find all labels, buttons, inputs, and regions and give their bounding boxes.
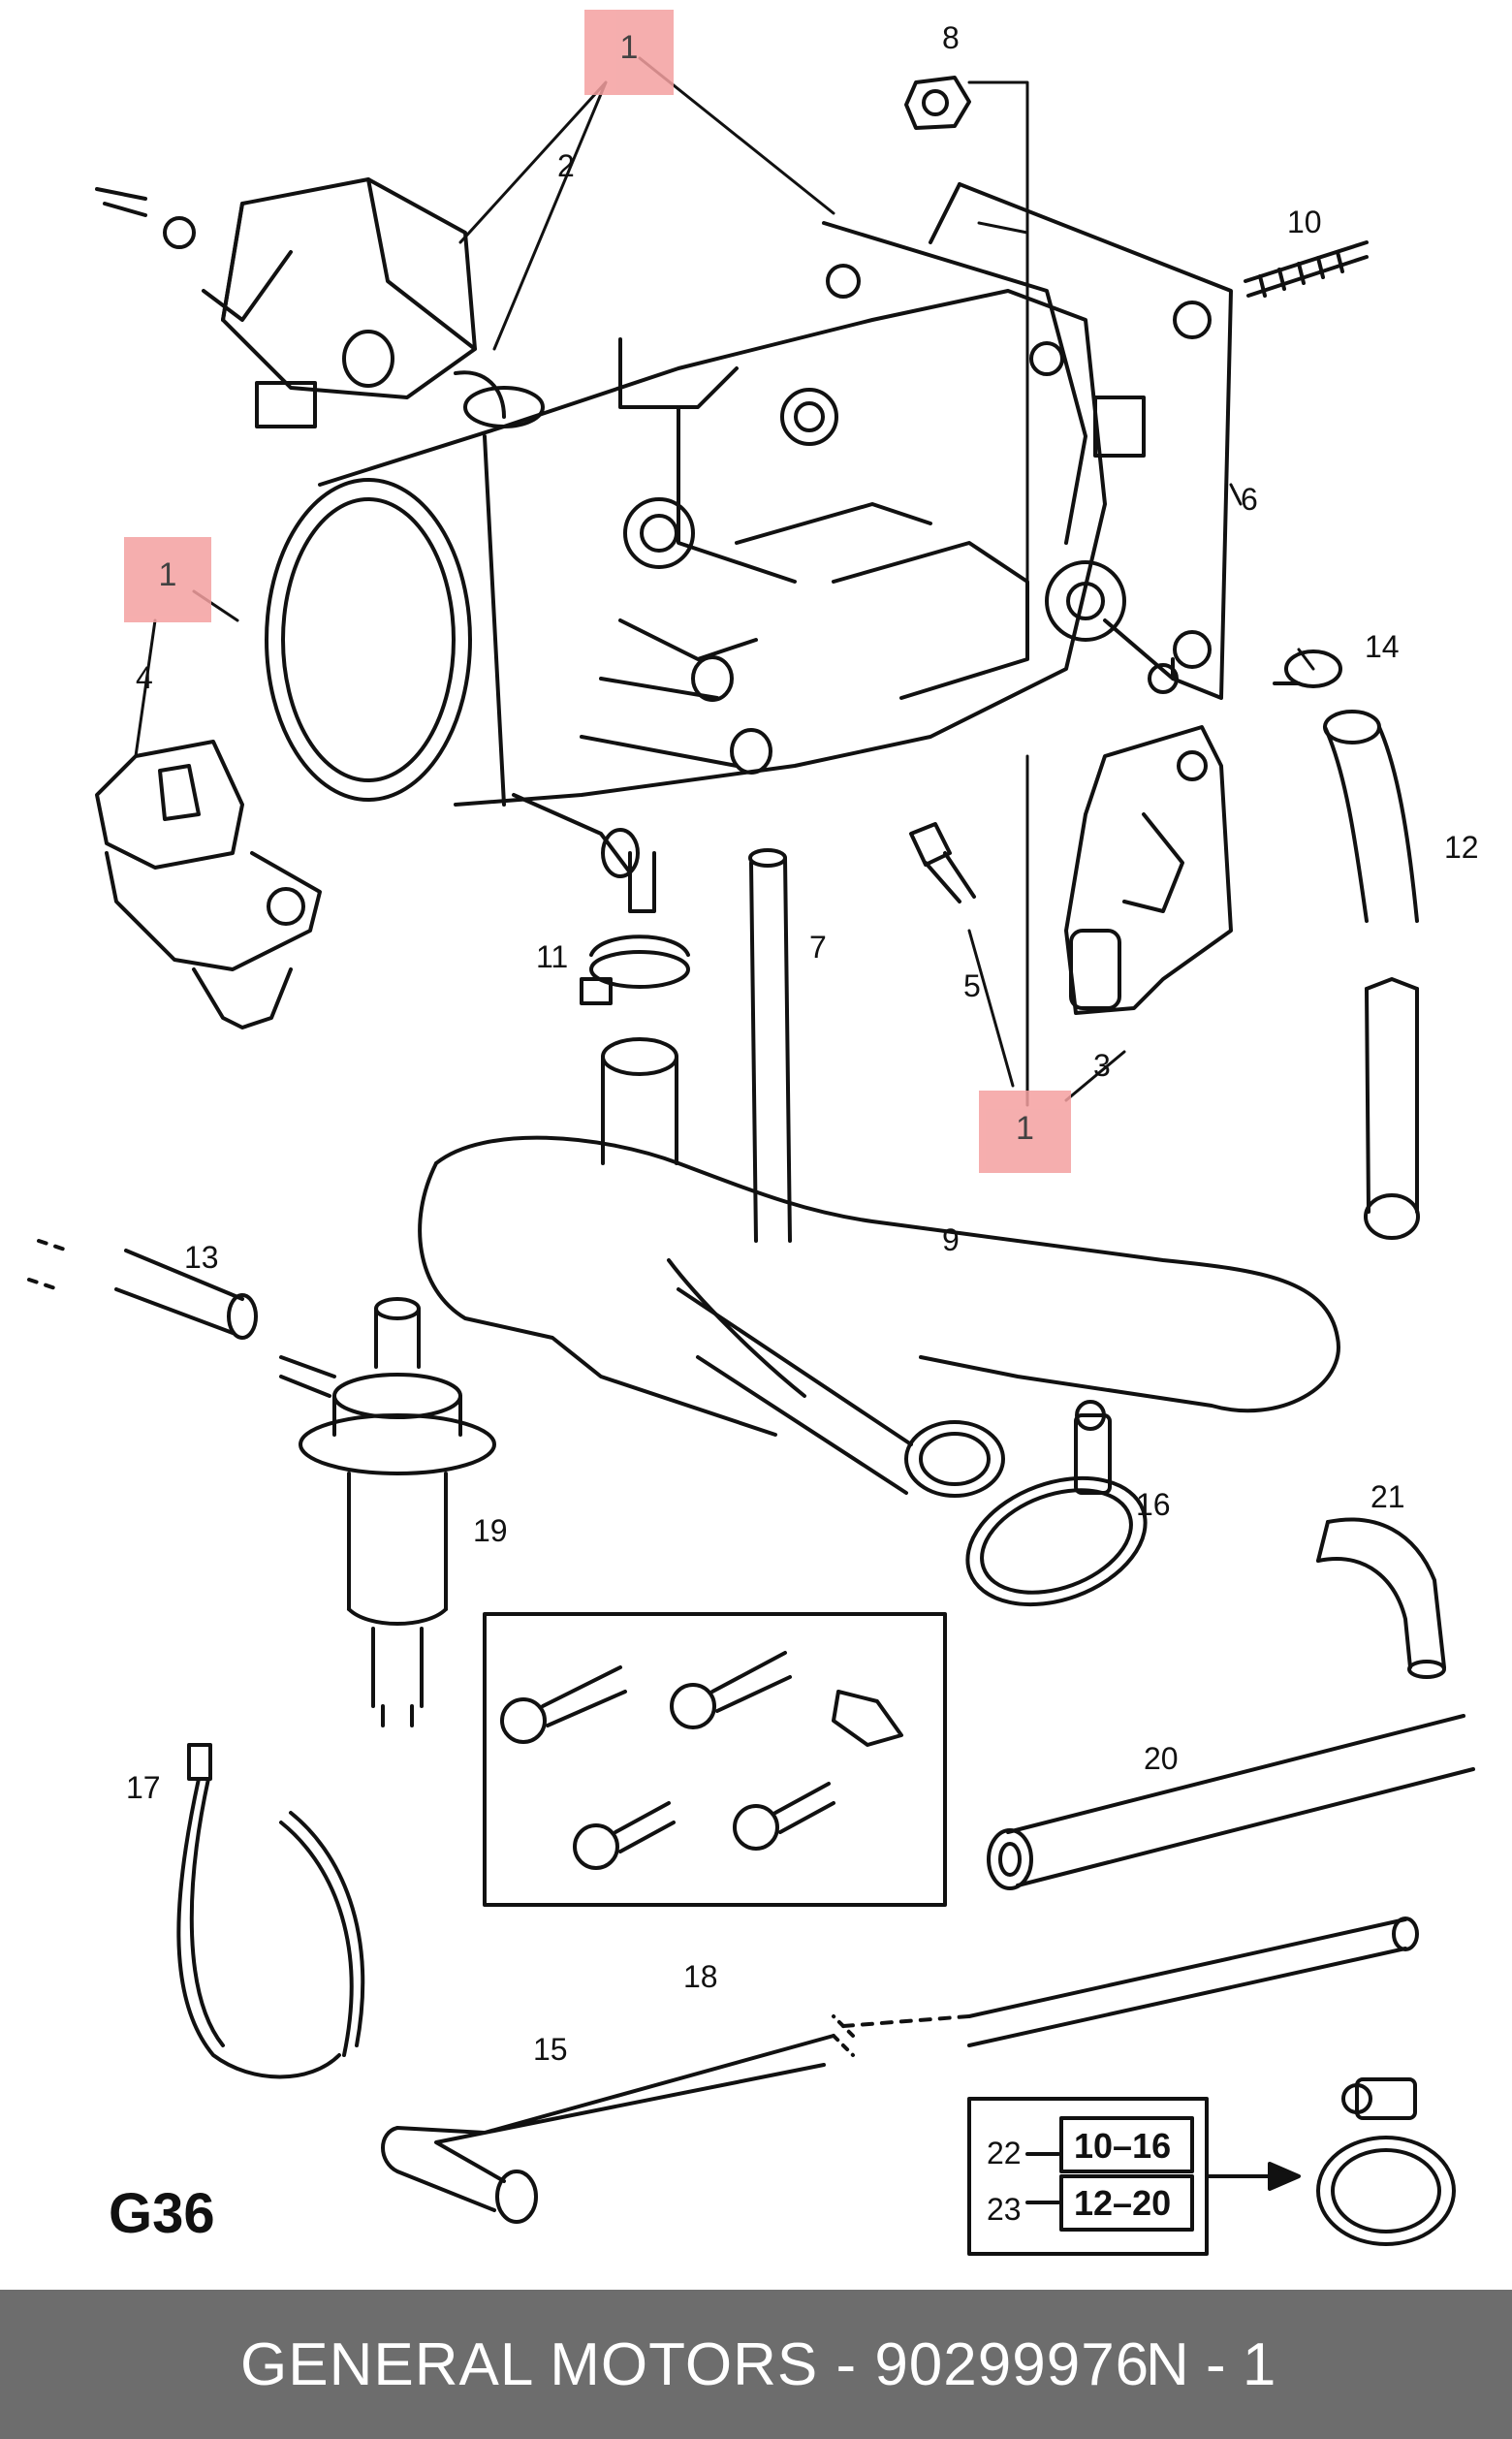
clamp-size-table	[967, 2097, 1301, 2256]
clamp-range-12-20: 12–20	[1074, 2183, 1171, 2223]
flange-gasket	[822, 182, 1233, 700]
label-part-14: 14	[1365, 629, 1400, 664]
callout-part-1-top: 1	[584, 10, 674, 95]
diagram-code: G36	[109, 2182, 215, 2245]
hose-21	[1316, 1517, 1446, 1679]
bolt-5	[909, 822, 976, 903]
label-part-12: 12	[1444, 830, 1479, 865]
part-number-text: GENERAL MOTORS - 90299976	[240, 2331, 1150, 2398]
cable-tie-17	[176, 1743, 365, 2079]
clamp-14	[1273, 649, 1342, 688]
pressure-regulator-19	[279, 1297, 496, 1727]
hose-clamp-16	[965, 1400, 1148, 1607]
label-part-10: 10	[1287, 205, 1322, 239]
hose-clip-11	[580, 851, 690, 1005]
page-indicator: N - 1	[1146, 2331, 1276, 2398]
label-part-19: 19	[473, 1513, 508, 1548]
label-part-5: 5	[963, 968, 981, 1003]
throttle-body	[265, 289, 1179, 878]
label-part-9: 9	[942, 1222, 960, 1257]
idle-control-valve-4	[95, 740, 322, 1029]
callout-part-1-left: 1	[124, 537, 211, 622]
leader-lines	[134, 56, 1315, 1107]
nut-8	[904, 76, 971, 130]
clamp-index-22: 22	[987, 2136, 1022, 2170]
callout-part-1-bottom: 1	[979, 1091, 1071, 1173]
label-part-11: 11	[536, 939, 568, 974]
callout-label: 1	[1016, 1110, 1034, 1147]
clamp-range-10-16: 10–16	[1074, 2126, 1171, 2166]
hose-12	[1323, 710, 1420, 1240]
label-part-18: 18	[683, 1959, 718, 1994]
clamp-illustration	[1316, 2077, 1456, 2246]
throttle-position-sensor-3	[1064, 725, 1233, 1015]
label-part-21: 21	[1370, 1479, 1405, 1514]
label-part-20: 20	[1144, 1741, 1179, 1776]
clamp-index-23: 23	[987, 2192, 1022, 2227]
callout-label: 1	[619, 29, 639, 66]
footer-bar: GENERAL MOTORS - 90299976 N - 1	[0, 2290, 1512, 2439]
label-part-3: 3	[1093, 1048, 1111, 1083]
label-part-15: 15	[533, 2032, 568, 2067]
stud-10	[1244, 240, 1369, 298]
label-part-17: 17	[126, 1770, 161, 1805]
label-part-6: 6	[1241, 482, 1258, 517]
hose-13	[27, 1239, 258, 1340]
label-part-8: 8	[942, 20, 960, 55]
exploded-parts-diagram: 2 8 10 6 14 4 12 7 11 5 3 9 13 19 16 21 …	[27, 20, 1479, 2256]
tube-7	[748, 848, 792, 1243]
hose-9	[418, 1037, 1340, 1498]
callout-label: 1	[158, 556, 177, 593]
label-part-16: 16	[1136, 1487, 1171, 1522]
sensor-2	[95, 177, 545, 428]
label-part-4: 4	[136, 660, 153, 695]
hose-20	[987, 1714, 1475, 1890]
screw-set-18	[483, 1612, 947, 1907]
label-part-7: 7	[809, 930, 827, 965]
hose-15	[381, 1916, 1419, 2224]
label-part-2: 2	[557, 148, 575, 183]
label-part-13: 13	[184, 1240, 219, 1275]
